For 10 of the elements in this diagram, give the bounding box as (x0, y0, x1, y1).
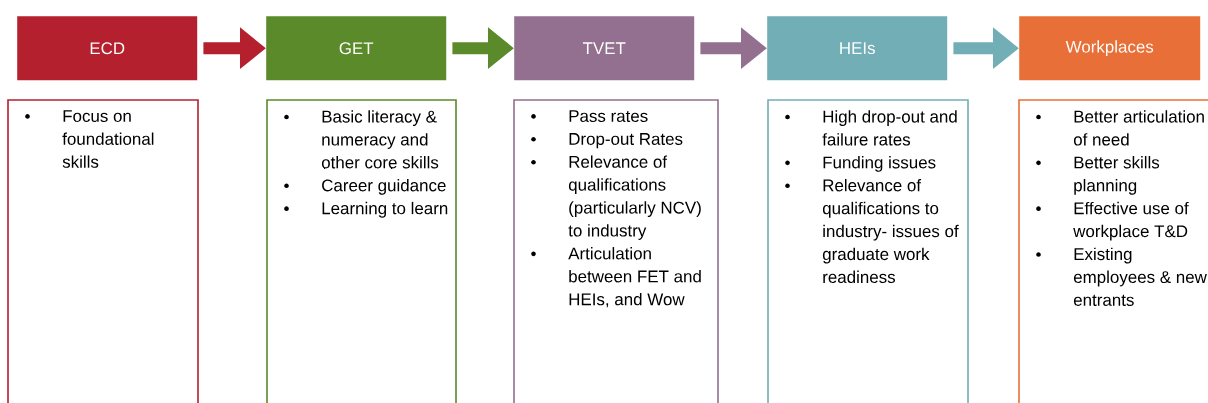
stage-box: TVET (514, 16, 695, 81)
stage-box: GET (266, 16, 447, 81)
stage-box: ECD (17, 16, 198, 81)
bullet-list-box: Basic literacy & numeracy and other core skills Career guidance Learning to learn (266, 99, 457, 403)
bullet-list-box: Better articulation of need Better skills planning Effective use of workplace T&D Existing employees & new entrants (1018, 99, 1208, 403)
bullet-list-box: Pass rates Drop-out Rates Relevance of qualifications (particularly NCV) to industry Articulation between FET and HEIs, and Wow (513, 99, 719, 403)
bullet-list-box: Focus on foundational skills (7, 99, 199, 403)
stage-box: Workplaces (1019, 16, 1201, 81)
bullet-list-box: High drop-out and failure rates Funding issues Relevance of qualifications to industry- issues of graduate work readiness (767, 99, 969, 403)
stage-box: HEIs (767, 16, 948, 81)
